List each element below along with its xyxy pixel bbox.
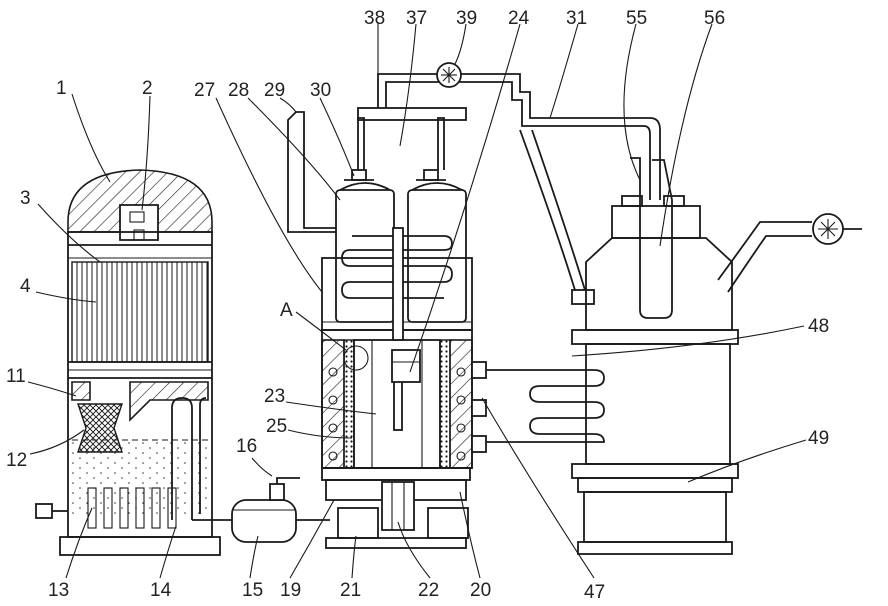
tank-right — [408, 190, 466, 322]
label-14: 14 — [150, 580, 172, 601]
label-30: 30 — [310, 80, 331, 101]
filter-cartridge — [72, 262, 208, 362]
label-27: 27 — [194, 80, 215, 101]
label-19: 19 — [280, 580, 301, 601]
label-16: 16 — [236, 436, 257, 457]
label-3: 3 — [20, 188, 31, 209]
label-12: 12 — [6, 450, 27, 471]
label-21: 21 — [340, 580, 361, 601]
drain-valve — [36, 504, 52, 518]
liquid — [72, 440, 208, 516]
condenser — [472, 130, 862, 554]
motor-right — [428, 508, 468, 538]
label-31: 31 — [566, 8, 587, 29]
label-37: 37 — [406, 8, 427, 29]
left-tank — [36, 170, 220, 555]
label-22: 22 — [418, 580, 439, 601]
label-28: 28 — [228, 80, 249, 101]
label-39: 39 — [456, 8, 477, 29]
tank-left — [336, 190, 394, 322]
label-2: 2 — [142, 78, 153, 99]
tank-base — [60, 537, 220, 555]
label-56: 56 — [704, 8, 725, 29]
motor-left — [338, 508, 378, 538]
label-13: 13 — [48, 580, 69, 601]
label-29: 29 — [264, 80, 285, 101]
label-23: 23 — [264, 386, 285, 407]
label-15: 15 — [242, 580, 263, 601]
label-55: 55 — [626, 8, 647, 29]
label-25: 25 — [266, 416, 287, 437]
top-pipes — [358, 63, 660, 200]
label-4: 4 — [20, 276, 31, 297]
label-24: 24 — [508, 8, 530, 29]
label-1: 1 — [56, 78, 67, 99]
pump — [232, 478, 330, 542]
label-A: A — [280, 300, 293, 321]
label-49: 49 — [808, 428, 829, 449]
reactor — [288, 112, 472, 548]
label-48: 48 — [808, 316, 829, 337]
label-11: 11 — [6, 366, 26, 387]
label-38: 38 — [364, 8, 385, 29]
label-47: 47 — [584, 582, 605, 603]
label-20: 20 — [470, 580, 491, 601]
